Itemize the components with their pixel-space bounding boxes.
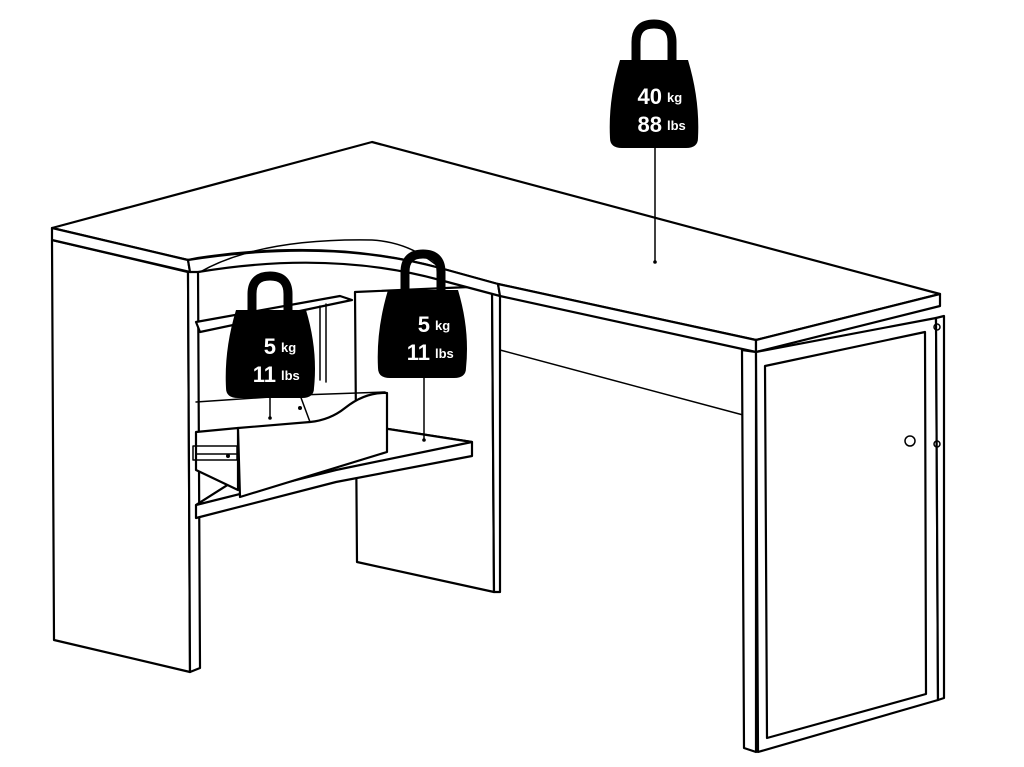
desktop-kg-unit: kg [667,90,682,105]
weight-badge-desktop: 40 kg 88 lbs [609,19,699,148]
weight-badge-shelf: 5 kg 11 lbs [377,249,467,378]
shelf-kg-value: 5 [418,312,430,337]
metal-leg-frame [740,314,946,754]
drawer-kg-value: 5 [264,334,276,359]
desktop-top [50,140,942,354]
desktop-kg-value: 40 [638,84,662,109]
pointer-lines [268,147,657,442]
weight-badge-drawer: 5 kg 11 lbs [225,271,315,398]
desktop-lbs-value: 88 [638,112,662,137]
drawer-lbs-value: 11 [253,362,276,387]
left-side-panel [50,238,202,674]
drawer-kg-unit: kg [281,340,296,355]
drawer-lbs-unit: lbs [281,368,300,383]
shelf-lbs-unit: lbs [435,346,454,361]
shelf-lbs-value: 11 [407,340,430,365]
desktop-lbs-unit: lbs [667,118,686,133]
shelf-kg-unit: kg [435,318,450,333]
